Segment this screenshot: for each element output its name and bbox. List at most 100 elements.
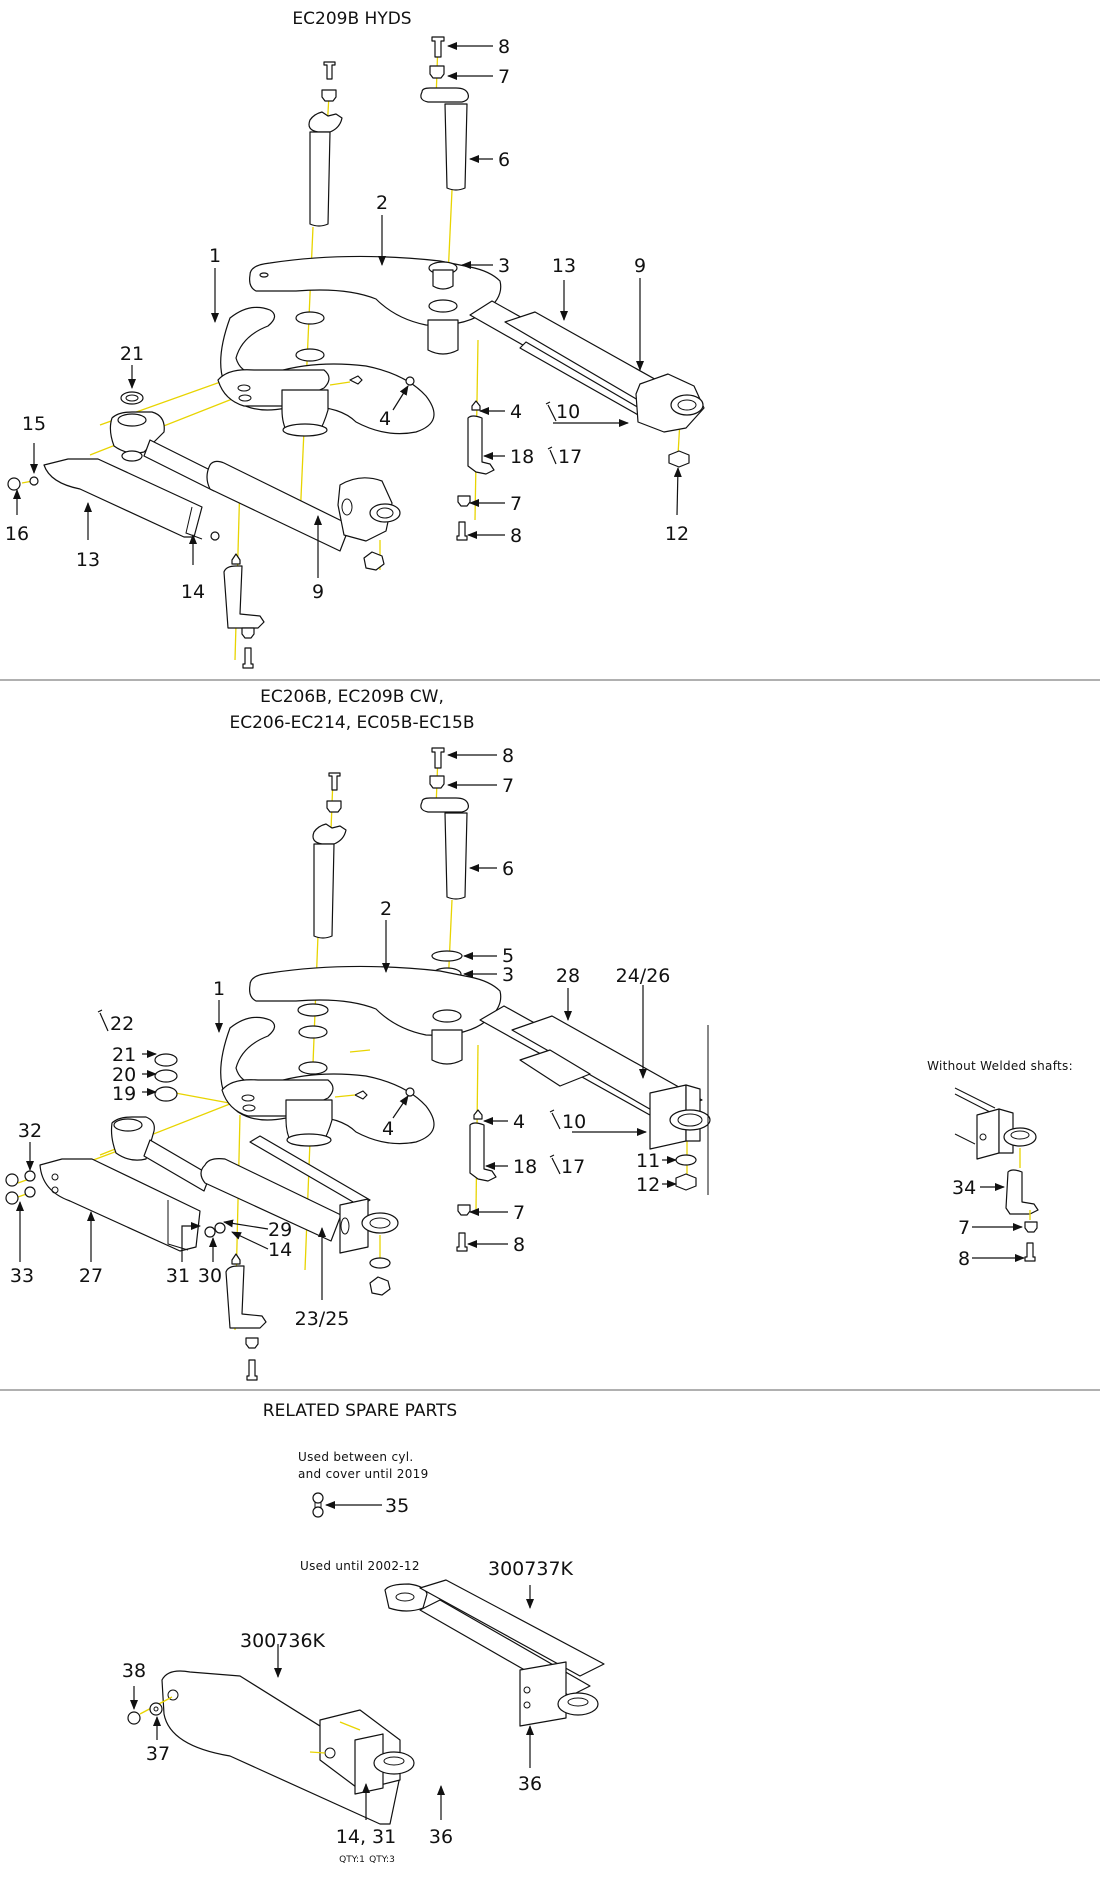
callout: 7 <box>502 775 514 797</box>
callout: 8 <box>513 1234 525 1256</box>
callout: 37 <box>146 1743 170 1765</box>
callout: 9 <box>634 255 646 277</box>
callouts-2: 8 7 6 2 5 3 28 24/26 1 22 21 20 19 32 4 … <box>10 745 670 1330</box>
callout: 4 <box>513 1111 525 1133</box>
callout: 10 <box>562 1111 586 1133</box>
section-title: EC209B HYDS <box>292 9 411 29</box>
frame-part-2 <box>249 965 502 1065</box>
part-number-300737k: 300737K <box>488 1558 574 1580</box>
callout: 20 <box>112 1064 136 1086</box>
qty-label: QTY:3 <box>369 1855 395 1865</box>
callout: 35 <box>385 1495 409 1517</box>
callout: 1 <box>209 245 221 267</box>
callout: 4 <box>379 408 391 430</box>
callout: 31 <box>166 1265 190 1287</box>
callout: 8 <box>502 745 514 767</box>
frame-part-1 <box>217 306 435 437</box>
callout: 7 <box>498 66 510 88</box>
callout: 14 <box>268 1239 292 1261</box>
callout: 23/25 <box>295 1308 350 1330</box>
callout: 15 <box>22 413 46 435</box>
callout: 12 <box>665 523 689 545</box>
wrench-icon <box>545 401 557 422</box>
callout: 17 <box>558 446 582 468</box>
callout: 6 <box>498 149 510 171</box>
callout: 5 <box>502 945 514 967</box>
callout: 27 <box>79 1265 103 1287</box>
callout: 1 <box>213 978 225 1000</box>
callout: 13 <box>552 255 576 277</box>
note-35-line-2: and cover until 2019 <box>298 1467 429 1481</box>
cylinder-left <box>110 1116 399 1254</box>
cylinder-right <box>469 300 705 433</box>
cover-27 <box>39 1158 201 1252</box>
leaders-1 <box>13 42 682 578</box>
callouts-1: 8 7 6 2 3 1 13 9 21 15 4 4 10 18 17 7 8 … <box>5 36 689 603</box>
callout: 36 <box>429 1826 453 1848</box>
callout: 7 <box>513 1202 525 1224</box>
callout: 10 <box>556 401 580 423</box>
callout: 18 <box>510 446 534 468</box>
cylinder-300737k <box>384 1579 605 1727</box>
section-ec206b: EC206B, EC209B CW, EC206-EC214, EC05B-EC… <box>5 687 1073 1381</box>
wrench-icon <box>549 1154 561 1175</box>
callout: 34 <box>952 1177 976 1199</box>
cylinder-300736k <box>161 1670 415 1825</box>
frame-part-1 <box>220 1016 435 1147</box>
leaders-2 <box>16 751 677 1300</box>
callout: 32 <box>18 1120 42 1142</box>
wrench-icon <box>549 1109 561 1130</box>
section-title-line-2: EC206-EC214, EC05B-EC15B <box>229 713 474 733</box>
callout: 3 <box>498 255 510 277</box>
callout: 24/26 <box>616 965 671 987</box>
inset-caption: Without Welded shafts: <box>927 1059 1073 1073</box>
wrench-icon <box>547 446 557 465</box>
note-35-line-1: Used between cyl. <box>298 1450 414 1464</box>
callout: 21 <box>112 1044 136 1066</box>
callout: 18 <box>513 1156 537 1178</box>
callout: 16 <box>5 523 29 545</box>
section-related-spare-parts: RELATED SPARE PARTS Used between cyl. an… <box>122 1401 605 1865</box>
callout: 8 <box>498 36 510 58</box>
qty-label: QTY:1 <box>339 1855 365 1865</box>
inset-without-welded-shafts: Without Welded shafts: 34 7 8 <box>927 1059 1073 1270</box>
frame-part-2 <box>249 255 502 355</box>
pin-6-assembly <box>420 747 469 981</box>
callout: 4 <box>510 401 522 423</box>
callout: 22 <box>110 1013 134 1035</box>
callout: 11 <box>636 1150 660 1172</box>
link-part-35 <box>312 1492 324 1518</box>
callout: 8 <box>510 525 522 547</box>
cylinder-left <box>109 411 401 552</box>
callout: 19 <box>112 1083 136 1105</box>
callout: 14 <box>181 581 205 603</box>
callout: 6 <box>502 858 514 880</box>
section-title: RELATED SPARE PARTS <box>263 1401 457 1421</box>
small-parts-1 <box>7 376 690 669</box>
nut-38 <box>127 1711 141 1725</box>
callout: 38 <box>122 1660 146 1682</box>
callout: 7 <box>510 493 522 515</box>
small-parts-2 <box>5 1053 697 1381</box>
pin-left-upper-assembly <box>308 61 343 227</box>
callout: 8 <box>958 1248 970 1270</box>
callout: 2 <box>380 898 392 920</box>
callout: 3 <box>502 964 514 986</box>
pin-6-assembly <box>420 36 469 191</box>
cylinder-right <box>479 1005 711 1195</box>
callout: 7 <box>958 1217 970 1239</box>
callout: 4 <box>382 1118 394 1140</box>
callout: 2 <box>376 192 388 214</box>
callout: 29 <box>268 1219 292 1241</box>
callout: 30 <box>198 1265 222 1287</box>
callout: 9 <box>312 581 324 603</box>
callout: 13 <box>76 549 100 571</box>
callout: 12 <box>636 1174 660 1196</box>
part-number-300736k: 300736K <box>240 1630 326 1652</box>
callout: 33 <box>10 1265 34 1287</box>
callout: 17 <box>561 1156 585 1178</box>
callout: 28 <box>556 965 580 987</box>
washer-37 <box>149 1702 163 1716</box>
section-title-line-1: EC206B, EC209B CW, <box>260 687 444 707</box>
